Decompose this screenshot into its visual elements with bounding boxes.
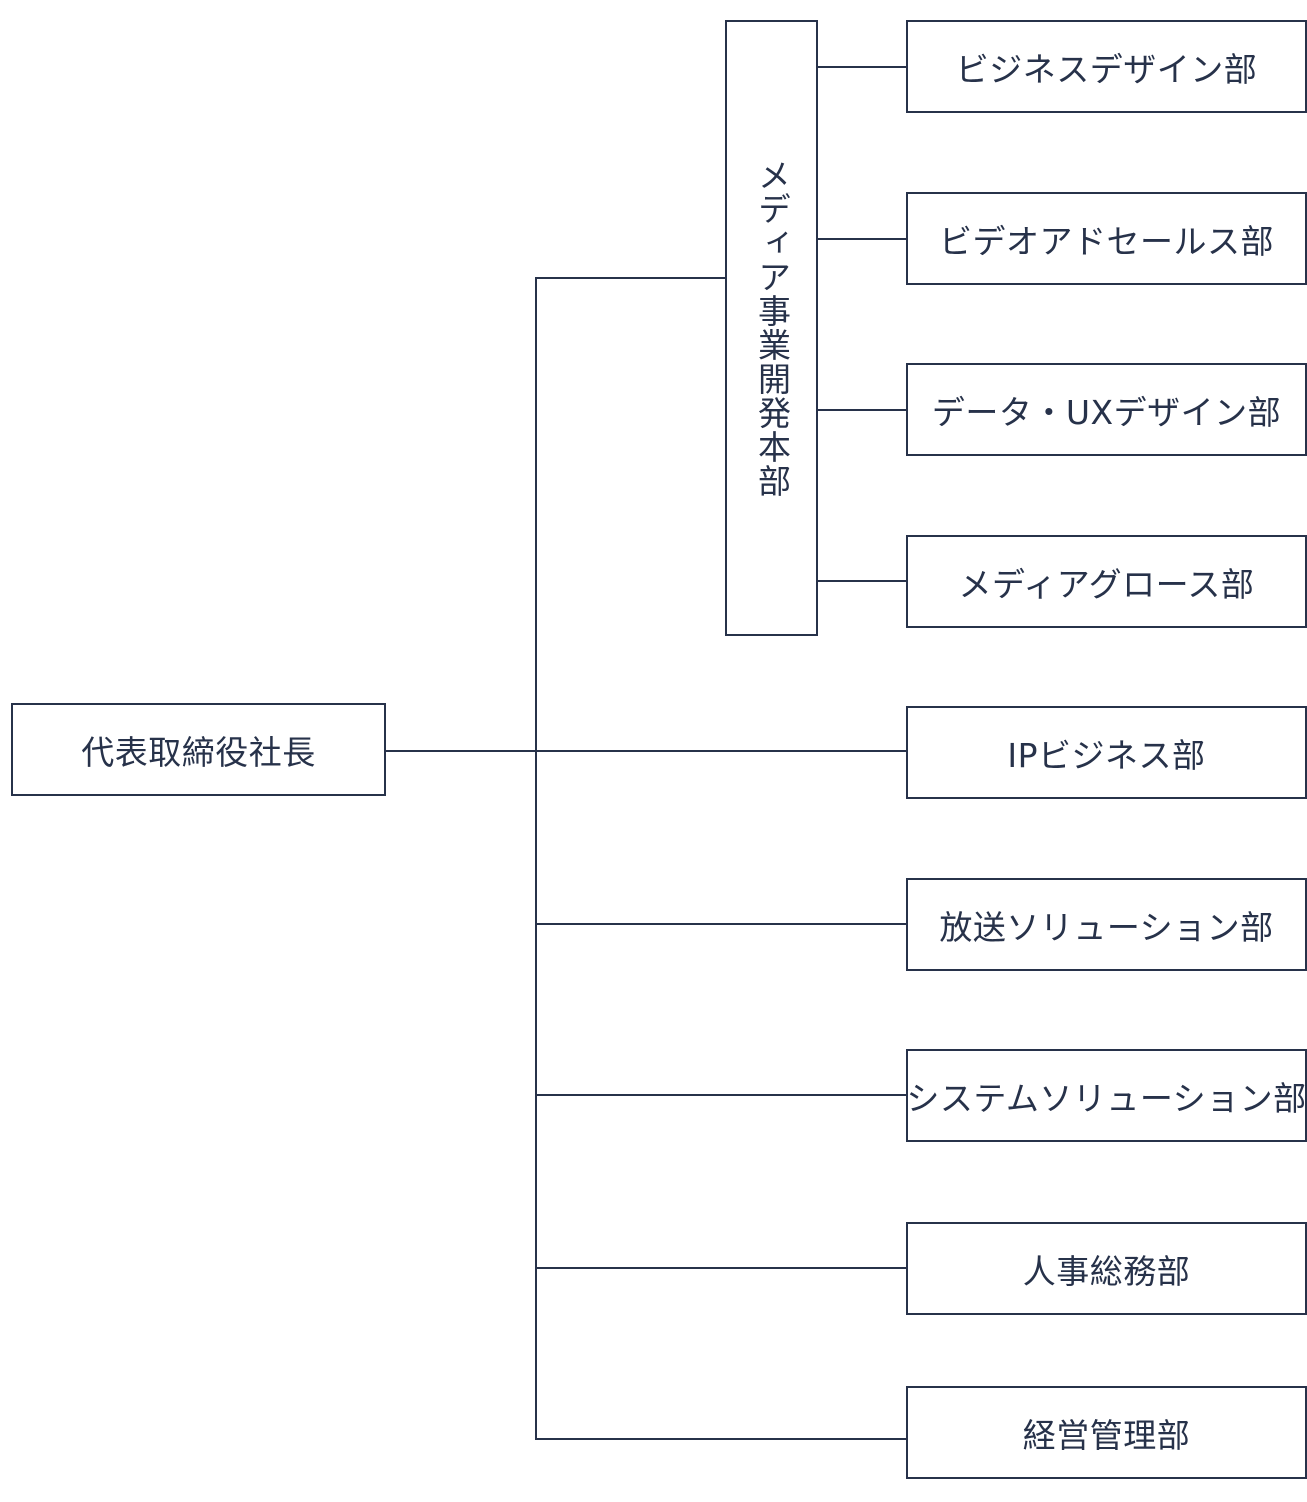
connector-division-to-sub-3 — [816, 409, 908, 411]
connector-division-to-sub-2 — [816, 238, 908, 240]
node-hr-general-affairs-dept: 人事総務部 — [906, 1222, 1307, 1315]
connector-main-trunk — [535, 277, 537, 1440]
node-ip-business-dept: IPビジネス部 — [906, 706, 1307, 799]
node-data-ux-design-dept: データ・UXデザイン部 — [906, 363, 1307, 456]
node-ceo: 代表取締役社長 — [11, 703, 386, 796]
node-broadcast-solution-dept: 放送ソリューション部 — [906, 878, 1307, 971]
connector-trunk-to-dept-4 — [535, 1094, 908, 1096]
node-media-business-division: メディア事業開発本部 — [725, 20, 818, 636]
connector-trunk-to-dept-6 — [535, 1438, 908, 1440]
node-management-dept: 経営管理部 — [906, 1386, 1307, 1479]
node-business-design-dept: ビジネスデザイン部 — [906, 20, 1307, 113]
node-media-growth-dept: メディアグロース部 — [906, 535, 1307, 628]
node-video-ad-sales-dept: ビデオアドセールス部 — [906, 192, 1307, 285]
node-system-solution-dept: システムソリューション部 — [906, 1049, 1307, 1142]
connector-division-to-sub-1 — [816, 66, 908, 68]
connector-trunk-to-dept-3 — [535, 923, 908, 925]
connector-root-to-trunk — [385, 750, 908, 752]
connector-trunk-to-dept-5 — [535, 1267, 908, 1269]
connector-division-to-sub-4 — [816, 580, 908, 582]
connector-trunk-to-division — [535, 277, 726, 279]
